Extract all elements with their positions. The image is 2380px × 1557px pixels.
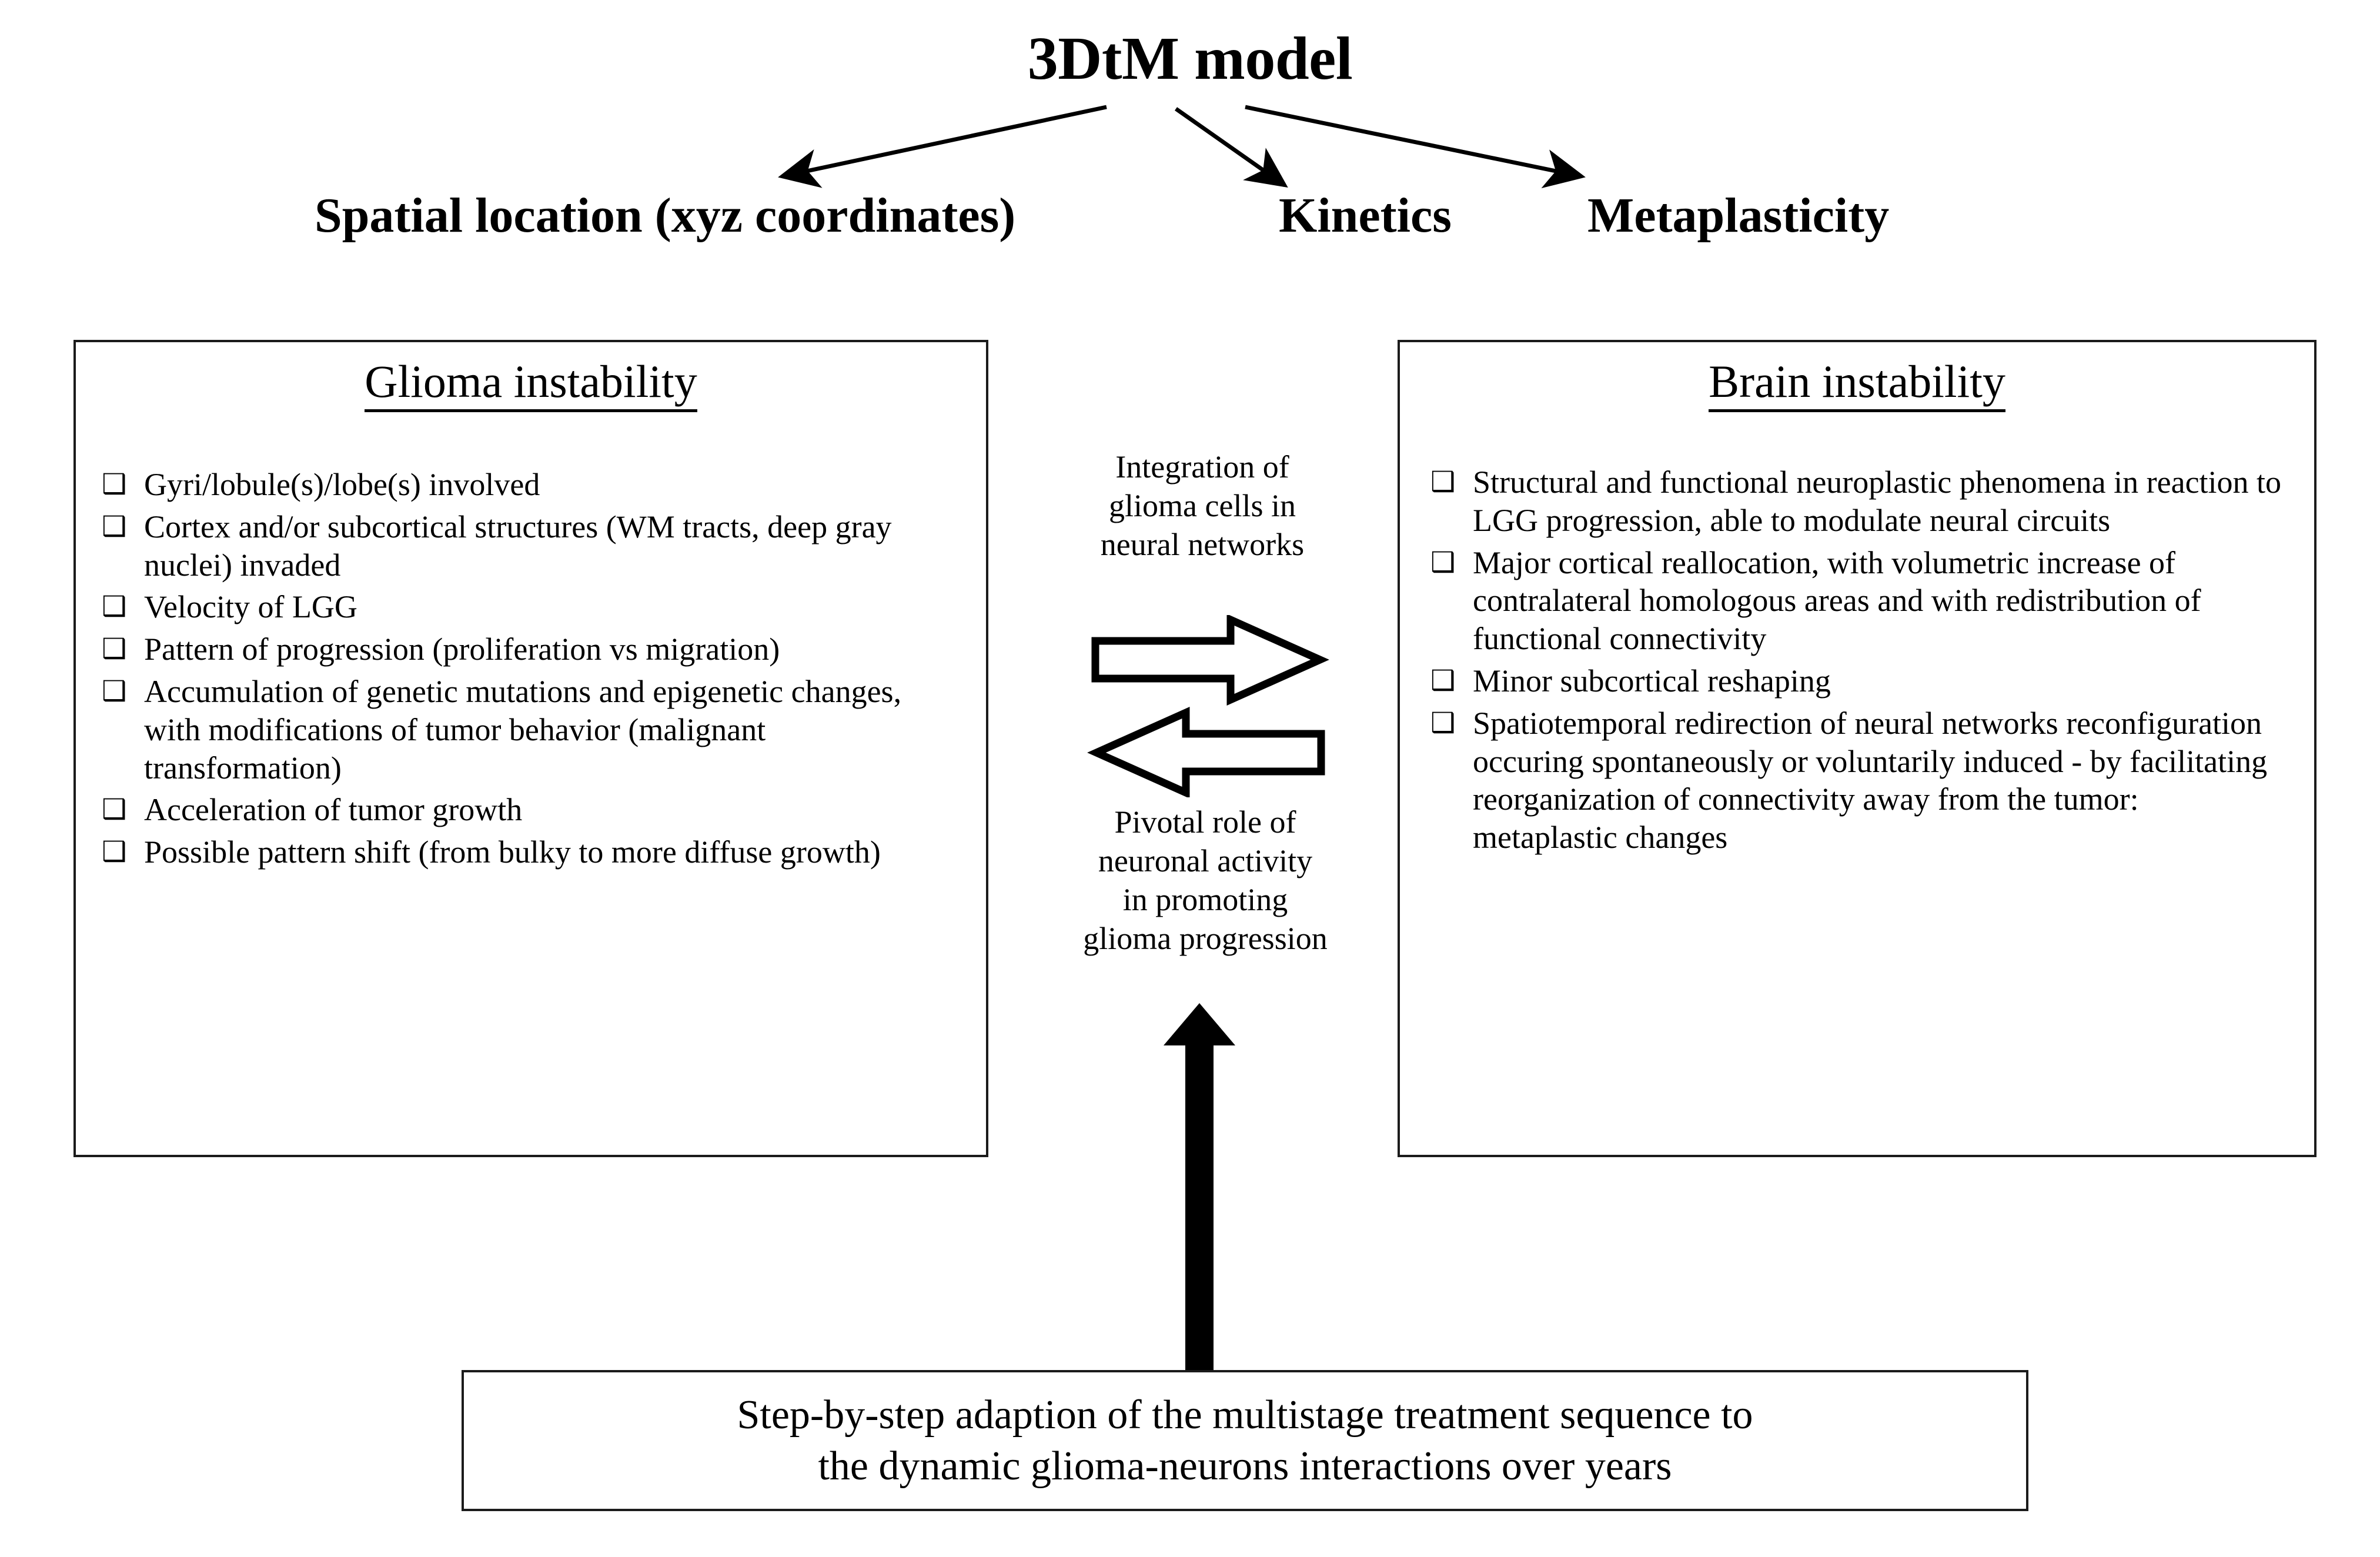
- list-item: ❑ Minor subcortical reshaping: [1430, 662, 2287, 700]
- list-item-text: Accumulation of genetic mutations and ep…: [144, 673, 902, 786]
- list-item-text: Gyri/lobule(s)/lobe(s) involved: [144, 467, 540, 502]
- list-item: ❑ Cortex and/or subcortical structures (…: [102, 508, 961, 584]
- square-bullet-icon: ❑: [102, 633, 127, 666]
- center-caption-pivotal-role: Pivotal role of neuronal activity in pro…: [1083, 804, 1328, 956]
- list-item: ❑ Gyri/lobule(s)/lobe(s) involved: [102, 466, 961, 504]
- brain-instability-panel: Brain instability ❑ Structural and funct…: [1398, 340, 2317, 1157]
- list-item: ❑ Acceleration of tumor growth: [102, 791, 961, 829]
- list-item-text: Velocity of LGG: [144, 589, 357, 625]
- list-item-text: Cortex and/or subcortical structures (WM…: [144, 509, 892, 583]
- square-bullet-icon: ❑: [102, 836, 127, 868]
- list-item: ❑ Velocity of LGG: [102, 588, 961, 626]
- glioma-instability-title: Glioma instability: [76, 356, 986, 412]
- connector-arrow-middle: [1174, 107, 1288, 188]
- list-item: ❑ Pattern of progression (proliferation …: [102, 630, 961, 669]
- square-bullet-icon: ❑: [102, 510, 127, 543]
- square-bullet-icon: ❑: [1430, 466, 1456, 498]
- list-item: ❑ Spatiotemporal redirection of neural n…: [1430, 704, 2287, 857]
- upward-arrow: [1164, 1003, 1235, 1376]
- glioma-instability-list: ❑ Gyri/lobule(s)/lobe(s) involved ❑ Cort…: [76, 466, 986, 871]
- brain-instability-title-text: Brain instability: [1709, 356, 2005, 412]
- list-item: ❑ Major cortical reallocation, with volu…: [1430, 544, 2287, 658]
- glioma-instability-title-text: Glioma instability: [365, 356, 697, 412]
- block-arrow-left-icon: [1087, 706, 1325, 797]
- square-bullet-icon: ❑: [1430, 546, 1456, 579]
- center-caption-integration: Integration of glioma cells in neural ne…: [1100, 449, 1305, 562]
- connector-arrow-left: [778, 105, 1107, 188]
- bidirectional-block-arrows: [1087, 615, 1329, 797]
- list-item-text: Spatiotemporal redirection of neural net…: [1473, 705, 2268, 856]
- square-bullet-icon: ❑: [102, 590, 127, 623]
- branch-label-metaplasticity: Metaplasticity: [1587, 188, 1890, 243]
- glioma-instability-panel: Glioma instability ❑ Gyri/lobule(s)/lobe…: [73, 340, 988, 1157]
- list-item: ❑ Possible pattern shift (from bulky to …: [102, 833, 961, 871]
- square-bullet-icon: ❑: [102, 793, 127, 826]
- branch-label-spatial-location: Spatial location (xyz coordinates): [315, 188, 1016, 243]
- list-item-text: Structural and functional neuroplastic p…: [1473, 465, 2282, 538]
- treatment-sequence-text: Step-by-step adaption of the multistage …: [737, 1392, 1753, 1489]
- branch-label-kinetics: Kinetics: [1279, 188, 1452, 243]
- square-bullet-icon: ❑: [102, 468, 127, 500]
- upward-arrow-icon: [1164, 1003, 1235, 1376]
- list-item: ❑ Structural and functional neuroplastic…: [1430, 463, 2287, 540]
- treatment-sequence-panel: Step-by-step adaption of the multistage …: [462, 1370, 2028, 1511]
- list-item: ❑ Accumulation of genetic mutations and …: [102, 673, 961, 787]
- connector-arrow-right: [1245, 105, 1586, 189]
- block-arrow-right-icon: [1091, 615, 1329, 706]
- list-item-text: Acceleration of tumor growth: [144, 792, 523, 828]
- list-item-text: Pattern of progression (proliferation vs…: [144, 632, 780, 667]
- square-bullet-icon: ❑: [102, 674, 127, 707]
- square-bullet-icon: ❑: [1430, 664, 1456, 697]
- brain-instability-list: ❑ Structural and functional neuroplastic…: [1400, 463, 2314, 857]
- square-bullet-icon: ❑: [1430, 706, 1456, 739]
- list-item-text: Major cortical reallocation, with volume…: [1473, 544, 2201, 657]
- brain-instability-title: Brain instability: [1400, 356, 2314, 412]
- list-item-text: Minor subcortical reshaping: [1473, 663, 1831, 699]
- diagram-title: 3DtM model: [1027, 25, 1353, 92]
- list-item-text: Possible pattern shift (from bulky to mo…: [144, 834, 881, 870]
